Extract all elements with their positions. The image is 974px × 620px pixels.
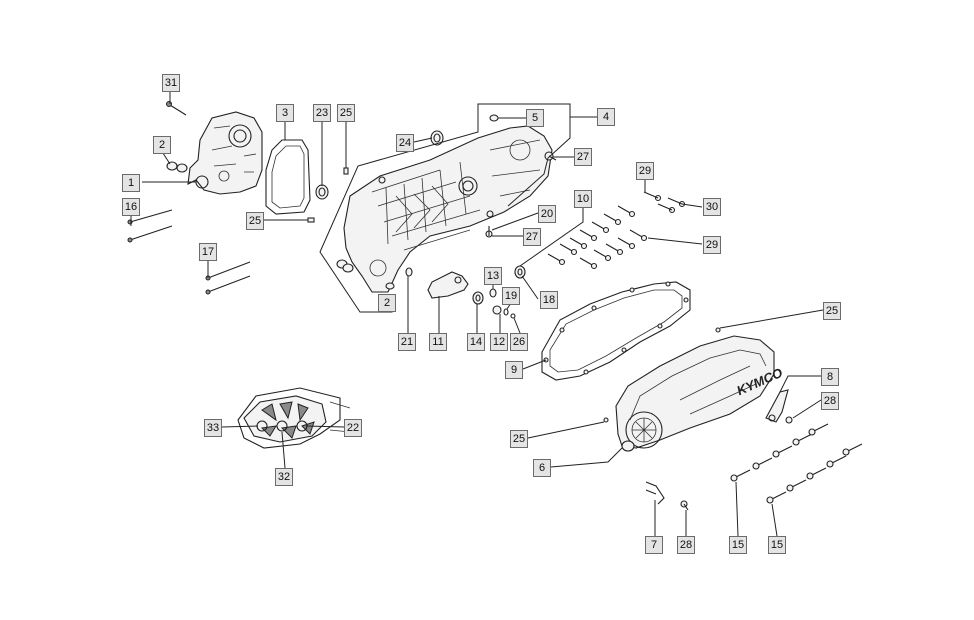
callout-24: 24 xyxy=(396,134,414,152)
callout-28-right: 28 xyxy=(821,392,839,410)
callout-13: 13 xyxy=(484,267,502,285)
leader-lines xyxy=(130,90,824,537)
bracket-8 xyxy=(765,389,789,423)
fan-cover-assembly xyxy=(237,387,351,449)
callout-33: 33 xyxy=(204,419,222,437)
cover-gasket-9 xyxy=(541,281,691,381)
callout-12: 12 xyxy=(490,333,508,351)
gasket-3 xyxy=(265,139,311,215)
bolt-27-lower xyxy=(485,226,493,238)
callout-17: 17 xyxy=(199,243,217,261)
callout-14: 14 xyxy=(467,333,485,351)
callout-25-top: 25 xyxy=(337,104,355,122)
gear-18 xyxy=(514,265,526,279)
bolt-set-29 xyxy=(547,191,686,270)
callout-11: 11 xyxy=(429,333,447,351)
callout-10: 10 xyxy=(574,190,592,208)
callout-23: 23 xyxy=(313,104,331,122)
callout-1: 1 xyxy=(122,174,140,192)
bolt-31 xyxy=(166,101,187,116)
callout-21: 21 xyxy=(398,333,416,351)
studs-17 xyxy=(205,261,251,295)
washer-13 xyxy=(489,288,497,298)
callout-4: 4 xyxy=(597,108,615,126)
bushing-12 xyxy=(492,305,502,315)
dowel-bushing-2-left xyxy=(166,161,188,173)
callout-22: 22 xyxy=(344,419,362,437)
pin-25-upper xyxy=(343,167,349,175)
pin-25-left xyxy=(307,217,315,223)
callout-15-left: 15 xyxy=(729,536,747,554)
callout-15-right: 15 xyxy=(768,536,786,554)
callout-3: 3 xyxy=(276,104,294,122)
gear-14 xyxy=(472,291,484,305)
washer-19 xyxy=(503,308,509,316)
callout-26: 26 xyxy=(510,333,528,351)
callout-7: 7 xyxy=(645,536,663,554)
bolt-set-15 xyxy=(730,423,863,504)
crankcase-left-half xyxy=(187,111,263,195)
callout-18: 18 xyxy=(540,291,558,309)
callout-30: 30 xyxy=(703,198,721,216)
callout-27-lower: 27 xyxy=(523,228,541,246)
callout-29-top: 29 xyxy=(636,162,654,180)
callout-25-right: 25 xyxy=(823,302,841,320)
callout-25-left: 25 xyxy=(246,212,264,230)
bolt-28-right xyxy=(785,416,793,424)
callout-32: 32 xyxy=(275,468,293,486)
callout-2-left: 2 xyxy=(153,136,171,154)
callout-5: 5 xyxy=(526,109,544,127)
callout-31: 31 xyxy=(162,74,180,92)
clip-7 xyxy=(645,481,665,505)
callout-29-right: 29 xyxy=(703,236,721,254)
callout-20: 20 xyxy=(538,205,556,223)
bolt-28-lower xyxy=(680,500,689,511)
bolt-27-upper xyxy=(544,151,557,161)
oil-seal-23 xyxy=(315,184,329,200)
callout-28-lower: 28 xyxy=(677,536,695,554)
callout-8: 8 xyxy=(821,368,839,386)
callout-19: 19 xyxy=(502,287,520,305)
transmission-cover-6: KYMCO xyxy=(603,327,785,452)
clip-26 xyxy=(510,313,516,319)
callout-25-lower: 25 xyxy=(510,430,528,448)
bolt-21 xyxy=(405,267,413,277)
callout-6: 6 xyxy=(533,459,551,477)
bushing-5 xyxy=(489,114,499,122)
dowel-bushing-2-lower xyxy=(336,259,395,290)
callout-2-lower: 2 xyxy=(378,294,396,312)
callout-27-top: 27 xyxy=(574,148,592,166)
callout-9: 9 xyxy=(505,361,523,379)
pump-cover-11 xyxy=(427,271,469,299)
callout-16: 16 xyxy=(122,198,140,216)
